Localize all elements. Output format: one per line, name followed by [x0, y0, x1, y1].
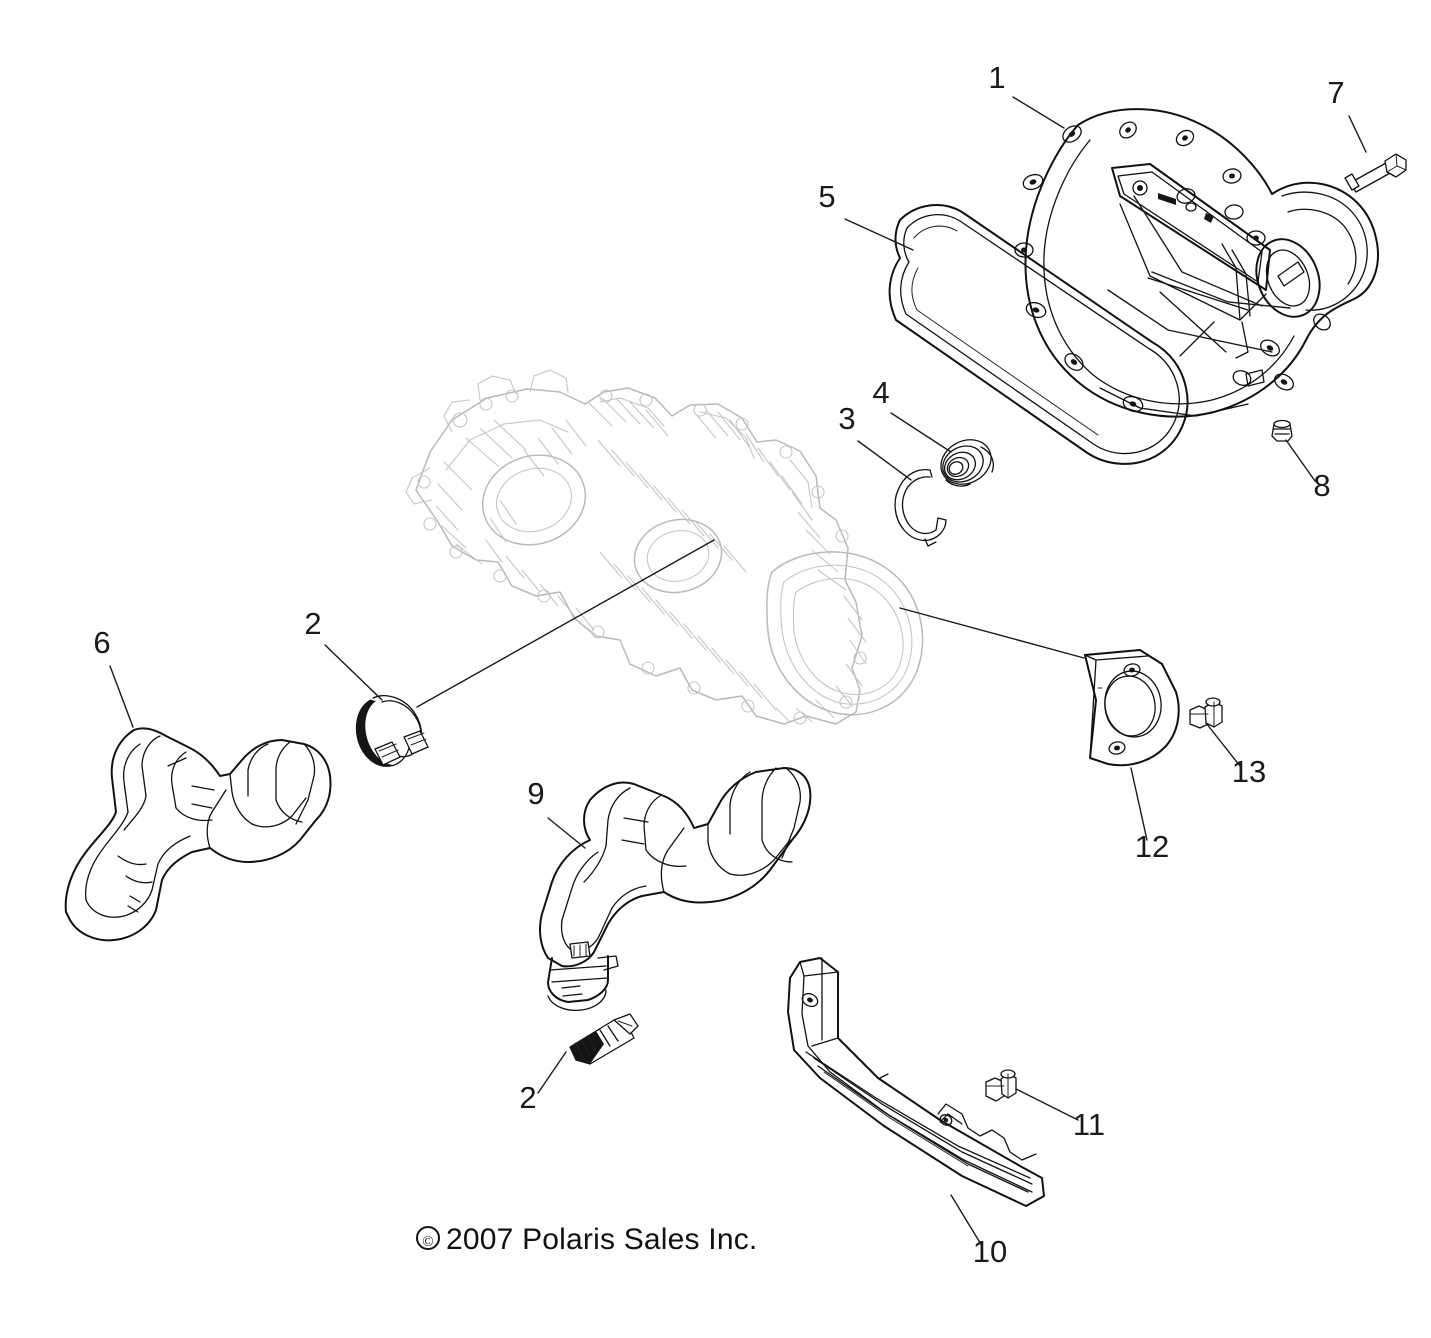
callout-4: 4 — [872, 375, 889, 410]
callout-10: 10 — [973, 1234, 1007, 1269]
part-clutch-cover — [1014, 108, 1379, 418]
callout-6: 6 — [93, 625, 110, 660]
callout-3: 3 — [838, 401, 855, 436]
part-hose-clamp-lower — [569, 1013, 639, 1065]
callout-labels: 1 7 5 4 3 8 2 6 13 12 9 2 11 10 — [93, 60, 1344, 1269]
callout-7: 7 — [1327, 75, 1344, 110]
callout-1: 1 — [988, 60, 1005, 95]
copyright-text: 2007 Polaris Sales Inc. — [446, 1223, 757, 1256]
engine-transmission-case-ghost — [405, 369, 924, 725]
copyright-symbol: © — [422, 1234, 433, 1250]
part-flange-bolt-bracket — [1189, 697, 1223, 729]
part-air-intake-duct-left — [64, 727, 332, 942]
callout-2-lower: 2 — [519, 1080, 536, 1115]
part-shield-screw — [985, 1069, 1017, 1102]
callout-11: 11 — [1073, 1107, 1105, 1142]
callout-12: 12 — [1135, 829, 1169, 864]
callout-2-upper: 2 — [304, 606, 321, 641]
part-hex-flange-bolt — [1344, 153, 1407, 193]
cover-bolt-bosses — [1014, 121, 1331, 413]
part-bearing — [940, 439, 995, 487]
part-air-outlet-duct — [539, 767, 812, 1012]
part-snap-ring — [894, 468, 947, 547]
part-rubber-plug — [1271, 419, 1293, 442]
callout-9: 9 — [527, 776, 544, 811]
callout-8: 8 — [1313, 468, 1330, 503]
callout-5: 5 — [818, 179, 835, 214]
part-hose-clamp-upper — [355, 695, 429, 767]
part-drive-belt — [888, 204, 1189, 465]
part-heat-shield-splash-guard — [787, 957, 1045, 1207]
callout-13: 13 — [1232, 754, 1266, 789]
leader-lines — [109, 96, 1367, 1247]
part-clutch-outlet-bracket — [1084, 649, 1180, 767]
copyright-notice: © 2007 Polaris Sales Inc. — [416, 1223, 757, 1256]
